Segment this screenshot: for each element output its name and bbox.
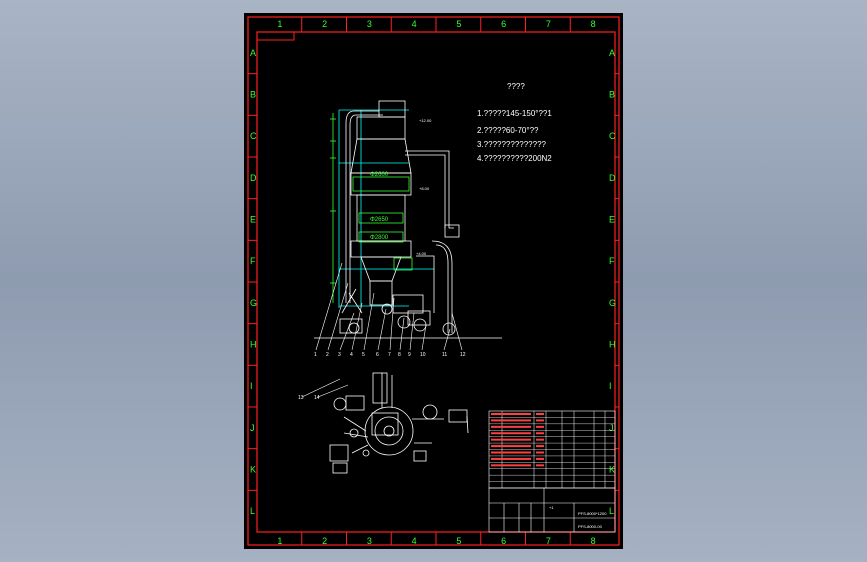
row-label: E (609, 215, 615, 225)
callout-number: 11 (442, 352, 447, 358)
row-label: F (250, 256, 256, 266)
column-label: 1 (277, 536, 282, 546)
row-label: C (609, 131, 616, 141)
column-label: 8 (591, 19, 596, 29)
svg-text:+4.00: +4.00 (416, 251, 427, 256)
callout-number: 9 (408, 352, 411, 358)
column-label: 4 (412, 536, 417, 546)
row-label: A (250, 48, 256, 58)
row-label: B (250, 90, 256, 100)
svg-text:PFS-8000-00: PFS-8000-00 (578, 524, 603, 529)
note-1: 1.?????145-150°??1 (477, 109, 552, 118)
callout-number: 8 (398, 352, 401, 358)
bill-of-materials (488, 410, 616, 489)
row-label: B (609, 90, 615, 100)
technical-notes: ???? 1.?????145-150°??1 2.?????60-70°?? … (477, 82, 552, 163)
row-label: E (250, 215, 256, 225)
column-label: 6 (501, 19, 506, 29)
row-label: L (250, 506, 255, 516)
plan-view (329, 372, 469, 474)
row-label: K (250, 465, 256, 475)
row-label: K (609, 465, 615, 475)
callout-number: 1 (314, 352, 317, 358)
svg-text:+8.00: +8.00 (419, 186, 430, 191)
row-label: D (250, 173, 257, 183)
row-label: F (609, 256, 615, 266)
row-label: I (609, 381, 612, 391)
column-label: 6 (501, 536, 506, 546)
row-label: L (609, 506, 614, 516)
row-label: J (609, 423, 614, 433)
callout-number: 12 (460, 352, 466, 358)
callout-number: 2 (326, 352, 329, 358)
svg-text:+1: +1 (549, 505, 554, 510)
column-label: 7 (546, 536, 551, 546)
svg-text:PFS-8000*1200: PFS-8000*1200 (578, 511, 607, 516)
callout-number: 7 (388, 352, 391, 358)
row-label: G (609, 298, 616, 308)
dia-label-1: Φ2600 (370, 172, 389, 178)
row-label: G (250, 298, 257, 308)
note-3: 3.?????????????? (477, 140, 547, 149)
row-label: J (250, 423, 255, 433)
column-label: 3 (367, 19, 372, 29)
column-label: 7 (546, 19, 551, 29)
callout-number: 5 (362, 352, 365, 358)
row-label: H (609, 340, 616, 350)
callout-number: 14 (314, 395, 320, 401)
title-block: +1 PFS-8000*1200 PFS-8000-00 (488, 487, 616, 533)
column-label: 2 (322, 19, 327, 29)
row-label: C (250, 131, 257, 141)
row-label: D (609, 173, 616, 183)
column-label: 8 (591, 536, 596, 546)
column-label: 2 (322, 536, 327, 546)
elevation-view: Φ2600 Φ2650 Φ2800 +12.00 +8.00 +4.00 (314, 100, 502, 339)
callout-number: 4 (350, 352, 353, 358)
notes-title: ???? (507, 82, 525, 91)
row-label: I (250, 381, 253, 391)
column-label: 5 (456, 536, 461, 546)
callout-number: 10 (420, 352, 426, 358)
note-4: 4.??????????200N2 (477, 154, 552, 163)
row-label: H (250, 340, 257, 350)
dia-label-2: Φ2650 (370, 217, 389, 223)
column-label: 4 (412, 19, 417, 29)
outer-frame (247, 16, 620, 546)
column-label: 3 (367, 536, 372, 546)
svg-text:+12.00: +12.00 (419, 118, 432, 123)
column-label: 5 (456, 19, 461, 29)
row-label: A (609, 48, 615, 58)
callout-number: 3 (338, 352, 341, 358)
column-label: 1 (277, 19, 282, 29)
dia-label-3: Φ2800 (370, 235, 389, 241)
inner-frame (256, 31, 616, 533)
callout-number: 13 (298, 395, 304, 401)
callout-number: 6 (376, 352, 379, 358)
note-2: 2.?????60-70°?? (477, 126, 539, 135)
corner-stub (257, 32, 295, 41)
